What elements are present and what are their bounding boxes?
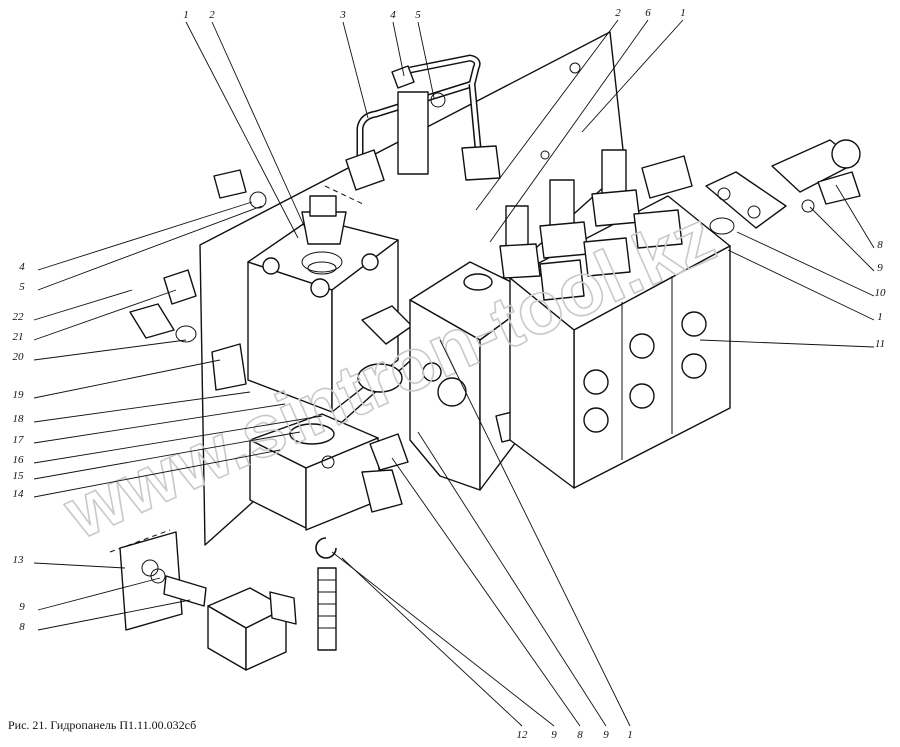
callout-number: 11 [875, 338, 885, 350]
leader-line [33, 415, 323, 464]
callout-number: 1 [877, 311, 883, 323]
leader-line [391, 457, 581, 727]
leader-line [33, 391, 251, 423]
leader-line [331, 551, 555, 727]
callout-number: 5 [19, 281, 25, 293]
leader-line [37, 205, 263, 291]
left-bolts [129, 169, 267, 343]
leader-line [33, 289, 177, 341]
leader-line [475, 19, 619, 211]
leader-line [33, 562, 126, 569]
leader-line [699, 339, 875, 348]
leader-line [417, 21, 435, 99]
leader-line [33, 289, 133, 321]
lower-block [249, 413, 409, 531]
leader-line [37, 201, 253, 271]
left-valve-block [211, 195, 413, 413]
figure-caption: Рис. 21. Гидропанель П1.11.00.032сб [8, 718, 197, 732]
leader-line [33, 403, 286, 444]
leader-line [185, 21, 299, 239]
callout-number: 9 [19, 601, 25, 613]
callout-number: 1 [183, 9, 189, 21]
sectional-valve-stack [499, 149, 731, 489]
leader-line [736, 231, 875, 297]
callout-number: 8 [877, 239, 883, 251]
leader-line [33, 431, 301, 480]
callout-number: 3 [339, 9, 346, 21]
callout-number: 8 [19, 621, 25, 633]
bottom-left-bracket [109, 529, 297, 671]
callout-number: 19 [13, 389, 25, 401]
leader-line [392, 21, 405, 77]
leader-line [211, 21, 306, 229]
callout-number: 9 [551, 729, 557, 741]
screw-and-clip [315, 537, 337, 651]
leader-line [342, 21, 369, 119]
leader-line [33, 449, 281, 498]
callout-number: 17 [13, 434, 25, 446]
callout-number: 13 [13, 554, 25, 566]
callout-number: 4 [19, 261, 25, 273]
leader-line [341, 557, 523, 727]
callout-number: 16 [13, 454, 25, 466]
callout-number: 10 [875, 287, 887, 299]
callout-number: 9 [877, 262, 883, 274]
callout-number: 21 [13, 331, 24, 343]
pipe-assembly [345, 54, 501, 191]
callout-number: 15 [13, 470, 25, 482]
callout-number: 20 [13, 351, 25, 363]
callout-number: 2 [615, 7, 621, 19]
callout-number: 2 [209, 9, 215, 21]
leader-line [37, 577, 161, 611]
leader-line [727, 249, 875, 321]
leader-line [439, 339, 631, 727]
right-fitting [705, 139, 861, 235]
leader-line [33, 339, 187, 361]
leader-line [33, 359, 221, 399]
callout-number: 12 [517, 729, 529, 741]
callout-number: 9 [603, 729, 609, 741]
leader-line [37, 599, 191, 631]
callout-number: 5 [415, 9, 421, 21]
leader-line [835, 184, 875, 249]
leader-line [417, 431, 607, 727]
callout-number: 1 [627, 729, 633, 741]
leader-line [581, 19, 684, 133]
callout-number: 22 [13, 311, 25, 323]
callout-number: 6 [645, 7, 651, 19]
leader-lines [33, 19, 875, 727]
callout-number: 1 [680, 7, 686, 19]
callout-number: 18 [13, 413, 25, 425]
callout-number: 8 [577, 729, 583, 741]
leader-line [489, 19, 649, 243]
callout-number: 14 [13, 488, 25, 500]
callout-number: 4 [390, 9, 396, 21]
leader-line [809, 206, 875, 272]
